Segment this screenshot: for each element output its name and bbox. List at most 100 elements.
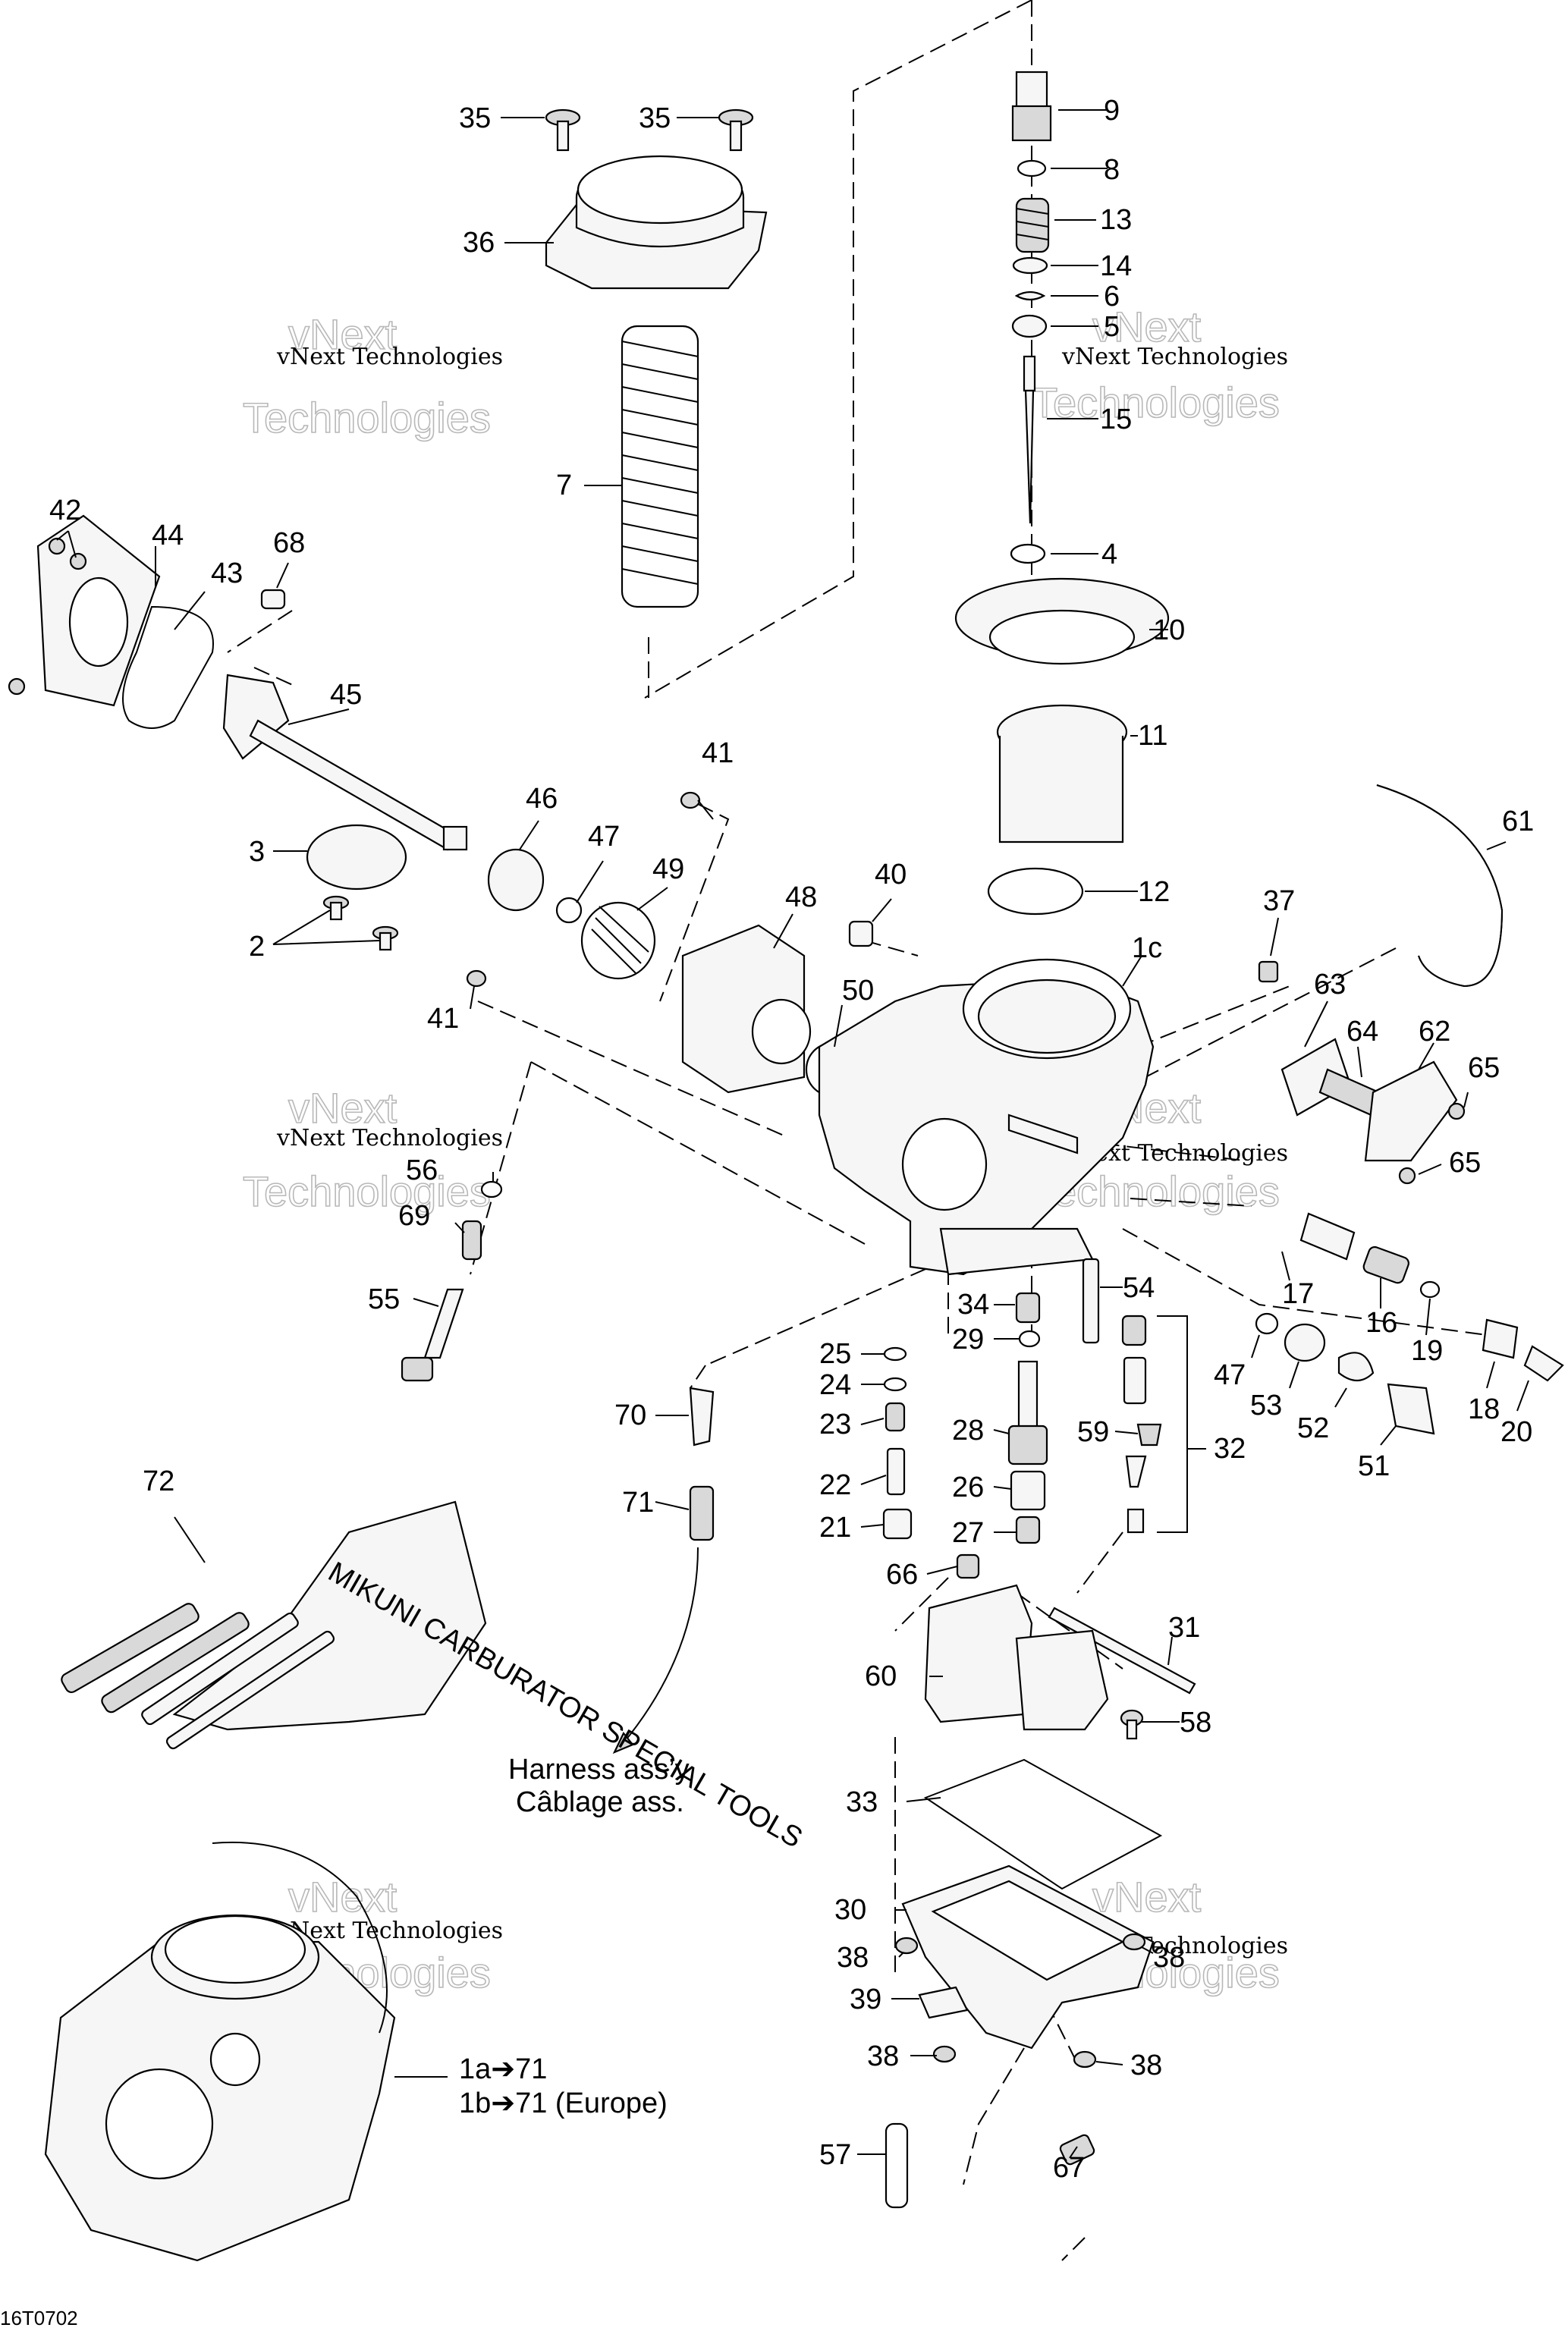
callout-64: 64: [1346, 1016, 1378, 1048]
seal-46: [487, 848, 545, 912]
assembly-note-2: 1b➔71 (Europe): [459, 2087, 668, 2119]
screw-65-a: [1447, 1102, 1466, 1120]
callout-6: 6: [1104, 281, 1120, 313]
callout-62: 62: [1419, 1016, 1450, 1048]
oring-56: [480, 1180, 503, 1198]
callout-50: 50: [842, 975, 874, 1007]
callout-55: 55: [368, 1283, 400, 1315]
watermark-group: vNext Technologies vNext Technologies vN…: [242, 302, 1288, 1997]
callout-35: 35: [639, 102, 671, 134]
callout-63: 63: [1314, 969, 1346, 1001]
cap-20: [1523, 1345, 1564, 1382]
callout-18: 18: [1468, 1393, 1500, 1425]
callout-60: 60: [865, 1660, 897, 1692]
callout-46: 46: [526, 783, 558, 815]
callout-42: 42: [49, 495, 81, 526]
bracket-32: [1157, 1315, 1188, 1533]
callout-59: 59: [1077, 1416, 1109, 1448]
annotations: Harness ass’y Câblage ass. 1a➔71 1b➔71 (…: [0, 1754, 690, 2329]
callout-24: 24: [819, 1369, 851, 1401]
screw-55: [401, 1288, 464, 1382]
callout-19: 19: [1411, 1335, 1443, 1367]
callout-54: 54: [1123, 1272, 1155, 1304]
tool-kit-72: MIKUNI CARBURATOR SPECIAL TOOLS: [61, 1500, 808, 1855]
washer-53: [1284, 1323, 1326, 1362]
screw-38-b: [1122, 1933, 1146, 1951]
callout-22: 22: [819, 1469, 851, 1501]
cover-plate-44: [36, 514, 161, 707]
cap-51: [1387, 1383, 1435, 1435]
watermark-big: vNext: [288, 1873, 397, 1921]
watermark-big: vNext: [288, 310, 397, 358]
callout-3: 3: [249, 836, 265, 868]
callout-47: 47: [588, 821, 620, 853]
pin-31: [1048, 1607, 1196, 1695]
callout-11: 11: [1138, 720, 1167, 752]
callout-72: 72: [143, 1465, 174, 1497]
callout-53: 53: [1250, 1390, 1282, 1421]
watermark-text: vNext Technologies: [1061, 344, 1288, 370]
callout-39: 39: [850, 1984, 881, 2015]
callout-61: 61: [1502, 806, 1534, 837]
assembled-carburetor: [44, 1841, 396, 2262]
callout-23: 23: [819, 1409, 851, 1440]
callout-20: 20: [1500, 1416, 1532, 1448]
tube-57: [885, 2122, 909, 2209]
callout-37: 37: [1263, 885, 1295, 917]
sensor-71: [689, 1485, 715, 1541]
callout-17: 17: [1282, 1278, 1314, 1310]
callout-52: 52: [1297, 1412, 1329, 1444]
holder-26: [1010, 1470, 1046, 1511]
callout-65: 65: [1468, 1052, 1500, 1084]
harness-arrow: [621, 1547, 699, 1745]
screw-2-b: [372, 925, 399, 951]
carb-cover-36: [545, 155, 768, 290]
float-bowl-30: [901, 1864, 1155, 2050]
float-60: [924, 1584, 1109, 1731]
watermark-text: vNext Technologies: [276, 344, 503, 370]
screw-35-right: [718, 108, 754, 152]
callout-40: 40: [875, 859, 907, 891]
callout-32: 32: [1214, 1433, 1246, 1465]
callout-35: 35: [459, 102, 491, 134]
spring-7: [621, 325, 699, 608]
callout-25: 25: [819, 1338, 851, 1370]
callout-44: 44: [152, 520, 184, 551]
spring-16: [1362, 1246, 1409, 1284]
callout-13: 13: [1100, 204, 1132, 236]
callout-34: 34: [957, 1289, 989, 1321]
harness-arrowhead: [612, 1731, 634, 1754]
screw-58: [1120, 1709, 1144, 1740]
screw-42-c: [8, 677, 26, 696]
jet-34: [1015, 1292, 1041, 1324]
callout-48: 48: [785, 881, 817, 913]
bracket-70: [689, 1387, 715, 1447]
callout-7: 7: [556, 470, 572, 501]
leader-lines: [56, 109, 1529, 2159]
callout-41: 41: [702, 737, 734, 769]
reference-code: 16T0702: [0, 2307, 78, 2329]
callout-45: 45: [330, 679, 362, 711]
callout-16: 16: [1365, 1307, 1397, 1339]
screw-41-a: [680, 791, 701, 809]
spring-49: [580, 901, 656, 980]
callout-12: 12: [1138, 876, 1170, 908]
callout-1c: 1c: [1132, 932, 1162, 964]
callout-38: 38: [837, 1942, 869, 1974]
needle-54: [1082, 1258, 1100, 1344]
callout-47: 47: [1214, 1359, 1246, 1391]
screw-38-c: [932, 2045, 957, 2063]
callout-70: 70: [614, 1399, 646, 1431]
gasket-43: [122, 605, 214, 729]
throttle-shaft-45: [222, 674, 468, 851]
diaphragm-10: [954, 577, 1170, 665]
assembly-note-1: 1a➔71: [459, 2053, 547, 2085]
watermark-big: vNext: [1092, 303, 1202, 350]
screw-2-a: [322, 895, 350, 921]
harness-note-en: Harness ass’y: [508, 1754, 690, 1786]
callout-2: 2: [249, 931, 265, 963]
hose-61-outline: [1376, 784, 1504, 988]
jet-27: [1015, 1516, 1041, 1544]
slide-11: [996, 704, 1128, 843]
callout-67: 67: [1053, 2152, 1085, 2184]
